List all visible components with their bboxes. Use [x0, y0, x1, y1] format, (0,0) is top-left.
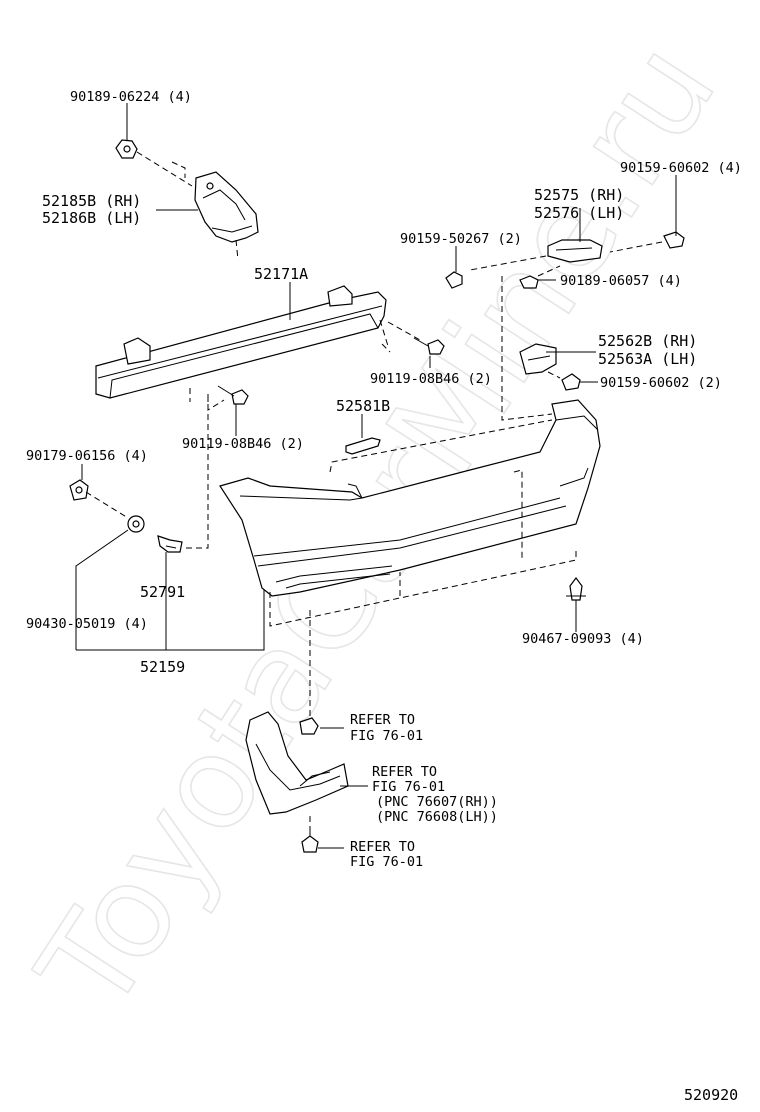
clip-90467-09093: [566, 577, 586, 626]
reference-2-line3: (PNC 76607(RH)): [376, 794, 498, 810]
reference-3-line1[interactable]: REFER TO: [350, 839, 415, 855]
bolt-90159-60602-top: [663, 180, 685, 249]
retainer-52575: [547, 239, 603, 263]
label-90159-50267: 90159-50267 (2): [400, 231, 522, 247]
label-52563A: 52563A (LH): [598, 350, 697, 368]
nut-90159-60602-mid: [561, 373, 581, 391]
label-52159: 52159: [140, 658, 185, 676]
label-90119-08B46-right: 90119-08B46 (2): [370, 371, 492, 387]
label-52576: 52576 (LH): [534, 204, 624, 222]
label-52171A: 52171A: [254, 265, 308, 283]
label-90179-06156: 90179-06156 (4): [26, 448, 148, 464]
label-90430-05019: 90430-05019 (4): [26, 616, 148, 632]
figure-code: 520920: [684, 1086, 738, 1104]
nut-90189-06224: [115, 139, 138, 159]
clip-52791: [157, 535, 183, 553]
mudguard: [245, 711, 349, 815]
nut-90189-06057: [519, 275, 539, 289]
label-52185B: 52185B (RH): [42, 192, 141, 210]
bolt-90119-08B46-left: [217, 385, 249, 405]
bolt-90119-08B46-right: [413, 337, 445, 355]
screw-mudguard-bottom: [301, 830, 319, 853]
label-90189-06057: 90189-06057 (4): [560, 273, 682, 289]
label-52791: 52791: [140, 583, 185, 601]
reference-2-line2[interactable]: FIG 76-01: [372, 779, 445, 795]
label-90119-08B46-left: 90119-08B46 (2): [182, 436, 304, 452]
label-90159-60602-mid: 90159-60602 (2): [600, 375, 722, 391]
nut-90430-05019: [127, 515, 145, 533]
label-52575: 52575 (RH): [534, 186, 624, 204]
reference-1-line1[interactable]: REFER TO: [350, 712, 415, 728]
reference-1-line2[interactable]: FIG 76-01: [350, 728, 423, 744]
label-90467-09093: 90467-09093 (4): [522, 631, 644, 647]
label-52186B: 52186B (LH): [42, 209, 141, 227]
label-52581B: 52581B: [336, 397, 390, 415]
bumper-cover-52159: [219, 399, 601, 597]
label-90189-06224: 90189-06224 (4): [70, 89, 192, 105]
reinforcement-52171A: [95, 285, 387, 399]
reflector-52581B: [345, 437, 381, 455]
clip-90179-06156: [69, 479, 89, 501]
bracket-52185B: [194, 171, 259, 243]
reference-2-line4: (PNC 76608(LH)): [376, 809, 498, 825]
screw-90159-50267: [445, 271, 463, 289]
reference-3-line2[interactable]: FIG 76-01: [350, 854, 423, 870]
clip-mudguard-top: [299, 717, 319, 735]
label-90159-60602-top: 90159-60602 (4): [620, 160, 742, 176]
reference-2-line1[interactable]: REFER TO: [372, 764, 437, 780]
label-52562B: 52562B (RH): [598, 332, 697, 350]
